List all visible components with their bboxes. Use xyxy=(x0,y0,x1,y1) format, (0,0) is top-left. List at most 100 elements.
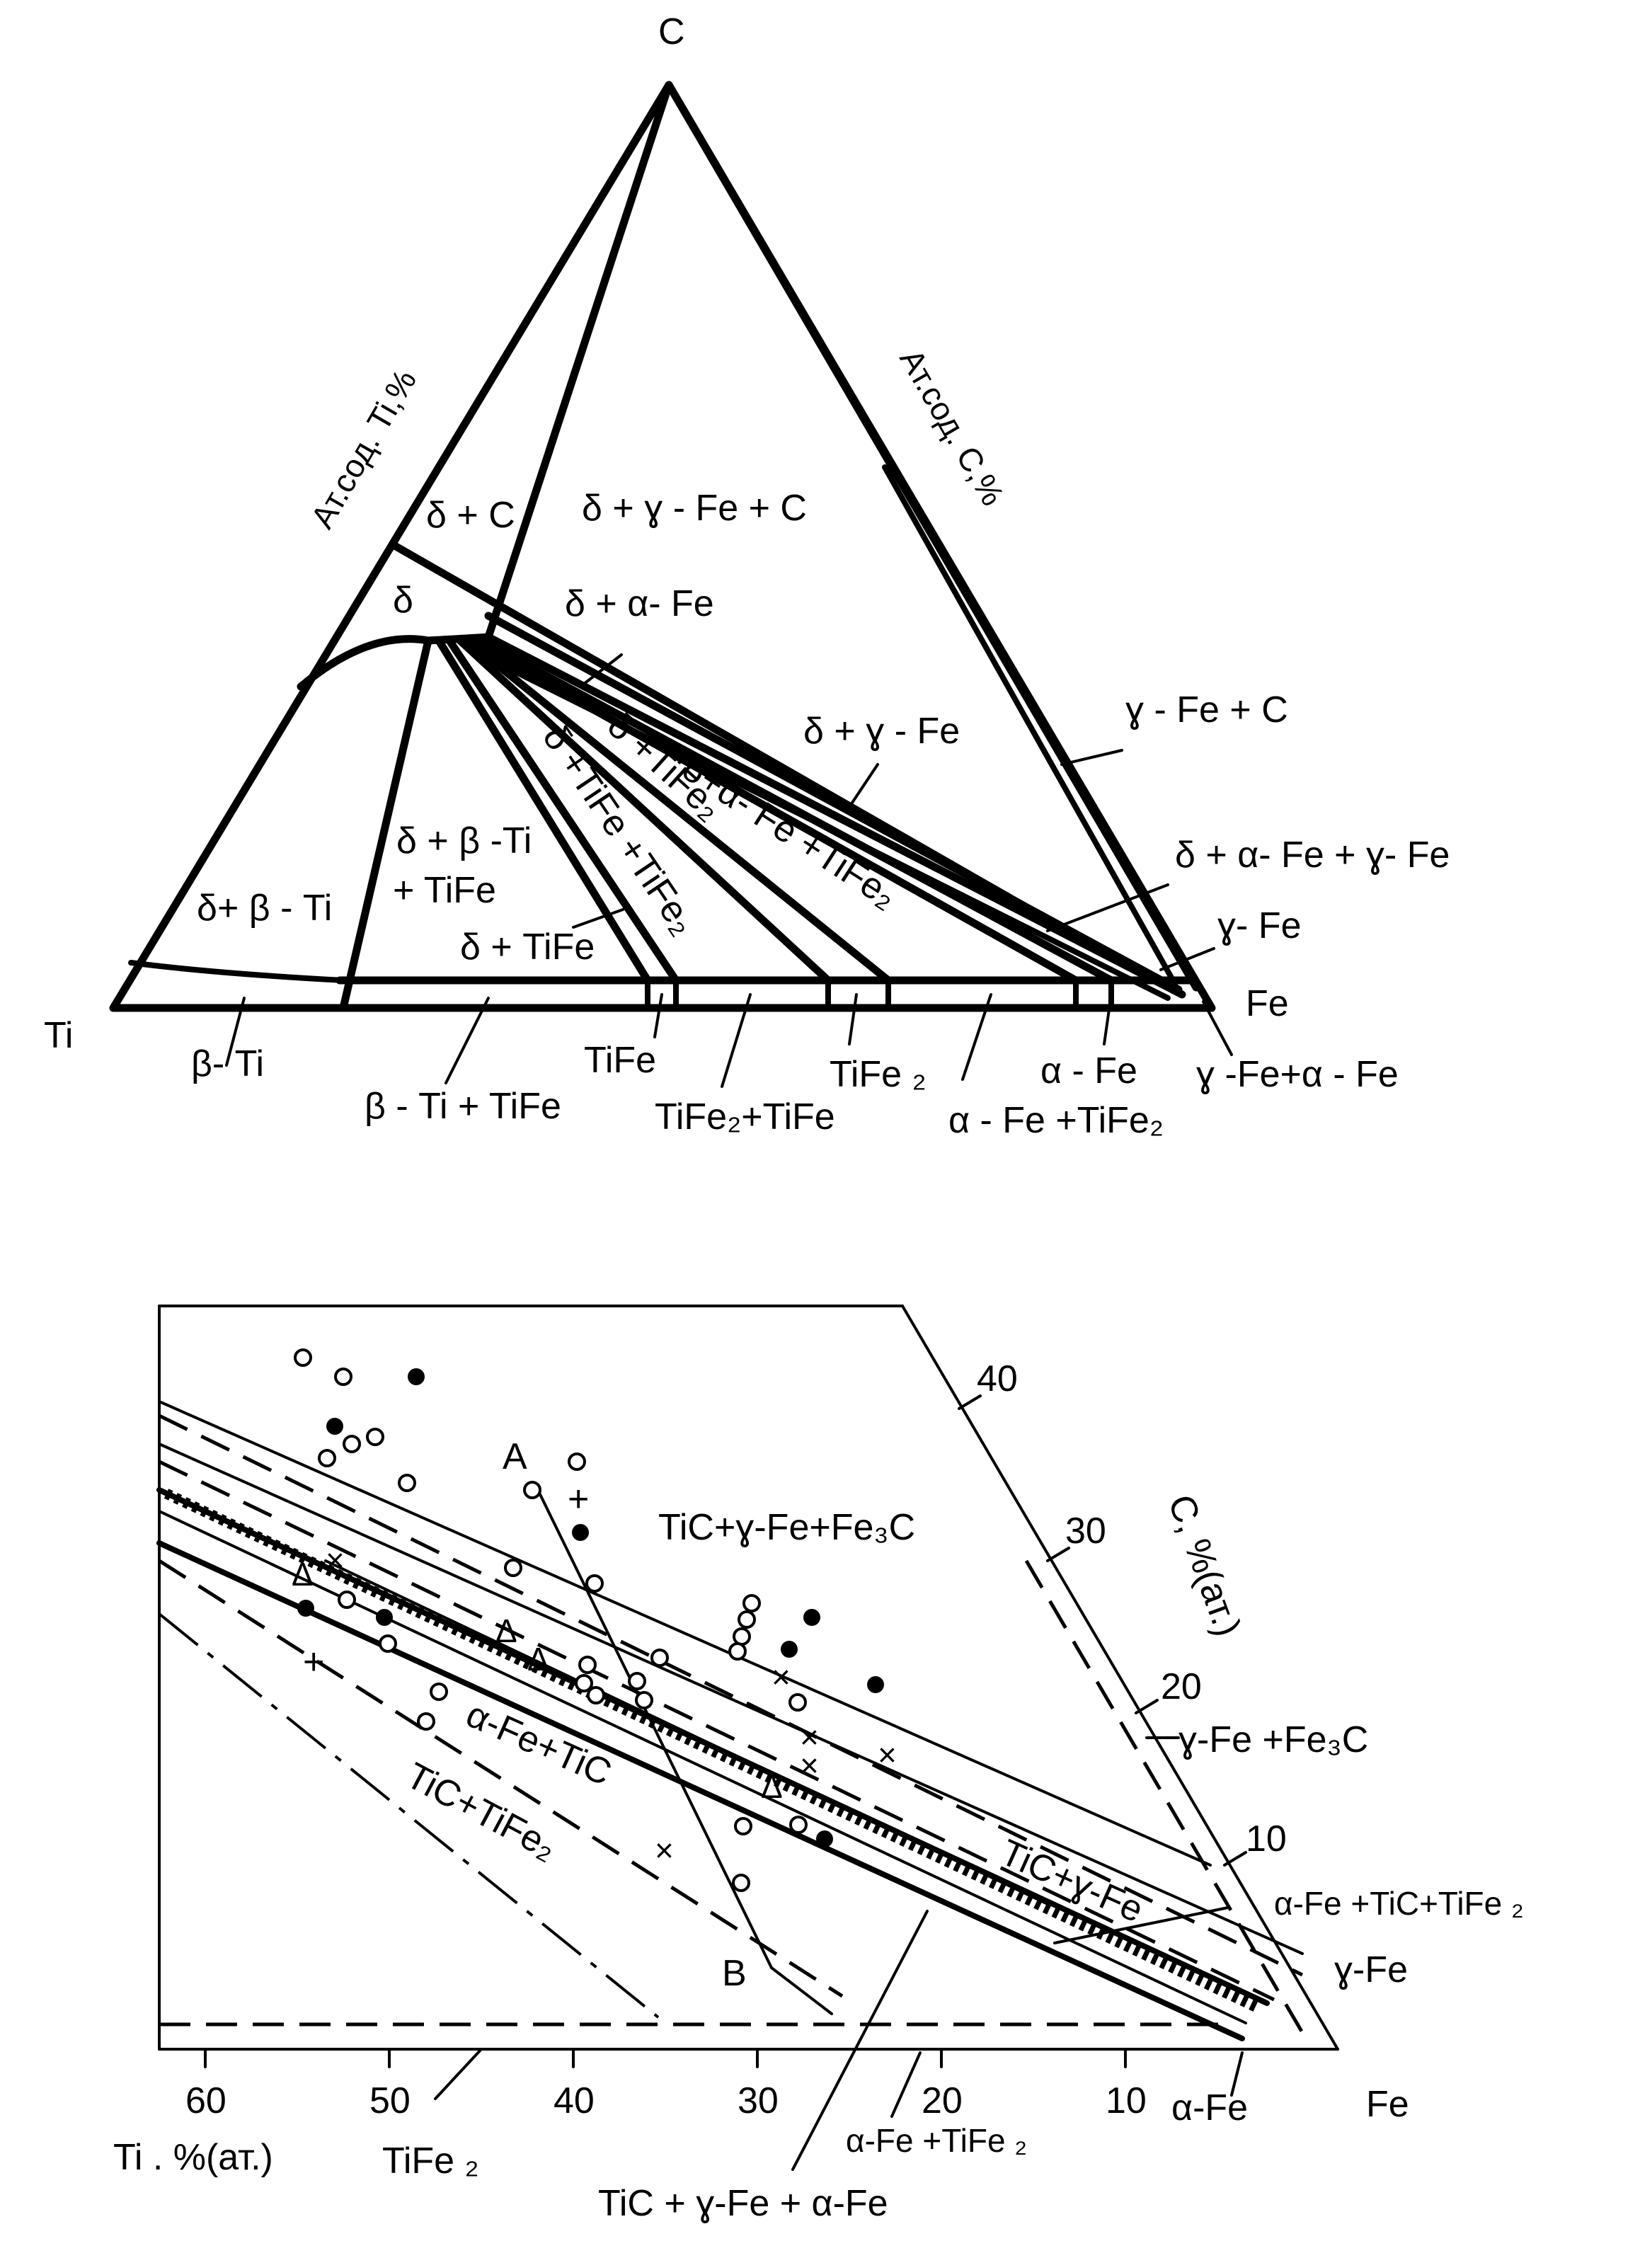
c-axis-tick xyxy=(1046,1547,1070,1562)
section-diagram: 60 50 40 30 20 10 40 30 20 10 Ti . %(ат.… xyxy=(113,1305,1524,2224)
data-point-filled xyxy=(408,1368,425,1385)
phase-label: δ + α- Fe xyxy=(565,583,714,624)
ti-axis-tick-label: 50 xyxy=(369,2080,411,2121)
phase-boundary xyxy=(324,1559,1049,1905)
data-point-open xyxy=(585,1574,604,1593)
phase-label: TiC+TiFe₂ xyxy=(399,1755,563,1868)
ti-axis-tick-label: 10 xyxy=(1106,2080,1147,2121)
leader-line xyxy=(1103,993,1113,1045)
data-point-open xyxy=(294,1348,312,1367)
data-point-open xyxy=(575,1674,593,1692)
c-axis-tick-label: 40 xyxy=(977,1358,1018,1399)
data-point-open xyxy=(738,1610,756,1629)
boundary-line xyxy=(339,636,432,1012)
c-axis-tick-label: 30 xyxy=(1065,1511,1106,1552)
phase-label: α - Fe +TiFe₂ xyxy=(948,1100,1164,1141)
data-point-open xyxy=(523,1481,541,1499)
leader-line xyxy=(225,997,246,1067)
data-point-open xyxy=(338,1591,356,1609)
ti-axis-tick-label: 40 xyxy=(553,2080,595,2121)
data-point-open xyxy=(650,1649,669,1667)
data-point-x: × xyxy=(800,1747,819,1784)
leader-line xyxy=(1230,2051,1244,2097)
leader-line xyxy=(721,993,752,1088)
point-label-b: B xyxy=(722,1953,747,1994)
data-point-open xyxy=(568,1452,586,1471)
phase-label: ɣ- Fe xyxy=(1217,905,1302,946)
section-line xyxy=(770,1966,833,2015)
data-point-open xyxy=(742,1594,761,1612)
dashed-boundary xyxy=(1024,1559,1308,2040)
data-point-open xyxy=(578,1656,597,1674)
ti-axis-tick-label: 20 xyxy=(922,2080,963,2121)
phase-label: + TiFe xyxy=(393,870,496,911)
data-point-open xyxy=(417,1712,435,1731)
phase-label: δ + C xyxy=(426,495,515,536)
data-point-open xyxy=(343,1435,361,1453)
vertex-label-c: C xyxy=(658,11,685,52)
data-point-triangle: Δ xyxy=(527,1641,549,1678)
data-point-filled xyxy=(803,1609,820,1626)
axis-label-c: C, %(ат.) xyxy=(1160,1489,1249,1641)
phase-boundary xyxy=(158,1400,1212,1867)
phase-label: ɣ - Fe + C xyxy=(1125,689,1288,730)
data-point-open xyxy=(366,1428,384,1446)
boundary-line xyxy=(128,960,346,983)
leader-line xyxy=(1159,947,1215,971)
point-label-a: A xyxy=(503,1436,527,1477)
data-point-filled xyxy=(376,1609,393,1626)
leader-line xyxy=(1053,1906,1229,1944)
axis-label-fe: Fe xyxy=(1366,2084,1409,2125)
data-point-open xyxy=(334,1368,352,1386)
data-point-open xyxy=(789,1816,808,1834)
data-point-x: × xyxy=(655,1832,674,1869)
phase-label: ɣ-Fe xyxy=(1334,1949,1408,1990)
boundary-line xyxy=(477,636,1115,985)
data-point-x: × xyxy=(326,1542,345,1578)
phase-label: α-Fe xyxy=(1171,2087,1248,2128)
vertex-label-ti: Ti xyxy=(44,1015,73,1056)
data-point-triangle: Δ xyxy=(292,1556,314,1593)
phase-label: β - Ti + TiFe xyxy=(365,1086,561,1127)
phase-label: δ + β -Ti xyxy=(396,820,532,861)
phase-boundary xyxy=(158,1443,1304,1955)
phase-boundary xyxy=(156,1540,1245,2041)
data-point-open xyxy=(398,1474,416,1492)
leader-line xyxy=(848,993,858,1045)
c-axis-tick xyxy=(958,1394,982,1410)
phase-label: β- Ti xyxy=(191,1043,264,1084)
dashed-boundary xyxy=(158,1414,1304,1977)
vertex-label-fe: Fe xyxy=(1246,983,1289,1024)
data-point-open xyxy=(728,1642,747,1661)
leader-line xyxy=(653,993,663,1038)
boundary-line xyxy=(484,81,673,641)
leader-line xyxy=(434,2048,483,2100)
phase-boundary xyxy=(158,1510,1247,2024)
phase-label: δ + α- Fe + ɣ- Fe xyxy=(1175,835,1450,876)
leader-line xyxy=(572,908,624,929)
c-axis-tick xyxy=(1135,1699,1159,1714)
data-point-cross: + xyxy=(303,1641,324,1683)
data-point-filled xyxy=(326,1418,343,1435)
leader-line xyxy=(1060,749,1123,766)
phase-boundary xyxy=(164,1489,1263,2014)
phase-label: α-Fe +TiFe ₂ xyxy=(846,2122,1027,2159)
boundary-line xyxy=(456,636,832,985)
c-axis-tick-label: 10 xyxy=(1246,1818,1287,1859)
phase-label: δ + ɣ - Fe xyxy=(803,711,960,752)
data-point-open xyxy=(733,1627,751,1646)
phase-label: TiFe ₂ xyxy=(382,2140,479,2182)
phase-label: TiC + ɣ-Fe + α-Fe xyxy=(598,2183,888,2224)
data-point-x: × xyxy=(771,1658,791,1695)
leader-line xyxy=(1046,883,1169,932)
data-point-open xyxy=(732,1874,750,1892)
boundary-line xyxy=(484,633,1186,999)
phase-label: δ+ β - Ti xyxy=(197,888,332,929)
boundary-line xyxy=(435,636,652,985)
data-point-filled xyxy=(781,1641,798,1658)
ti-axis: 60 50 40 30 20 10 xyxy=(185,2048,1147,2121)
ti-axis-tick-label: 60 xyxy=(185,2080,226,2121)
c-axis-scale: 40 30 20 10 xyxy=(958,1358,1287,1867)
data-point-open xyxy=(635,1691,653,1709)
data-point-cross: + xyxy=(568,1479,589,1520)
